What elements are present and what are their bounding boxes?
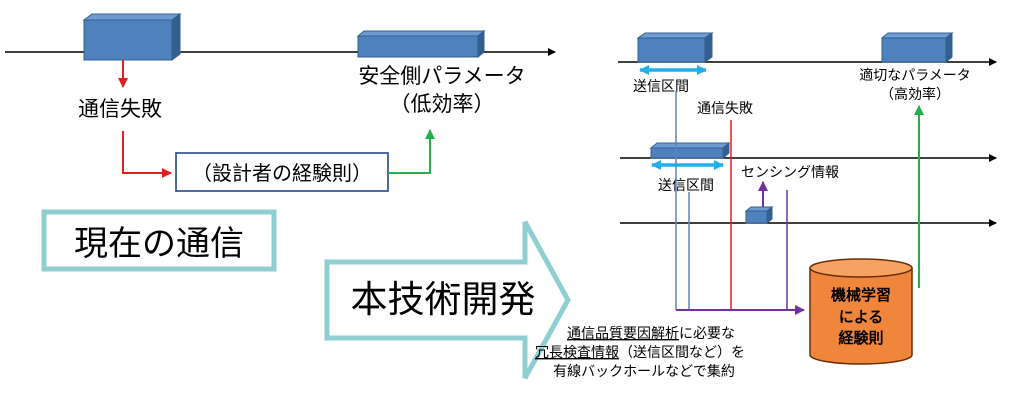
ml-label-line2: による: [839, 308, 884, 326]
note-line-1-rest: に必要な: [679, 326, 735, 342]
left-current-diagram: 通信失敗 （設計者の経験則） 安全側パラメータ （低効率） 現在の通信: [5, 13, 556, 272]
sensing-info-label: センシング情報: [741, 165, 839, 181]
sensing-block: [744, 205, 774, 225]
note-line-2: 冗長検査情報（送信区間など）を: [535, 345, 745, 361]
note-line-2-rest: （送信区間など）を: [619, 345, 745, 361]
appropriate-param-efficiency-label: （高効率）: [880, 86, 950, 103]
note-line-1-underlined: 通信品質要因解析: [567, 326, 679, 342]
left-designer-to-param-arrow: [388, 129, 435, 174]
designer-rule-label: （設計者の経験則）: [192, 161, 372, 185]
aggregation-note: 通信品質要因解析に必要な 冗長検査情報（送信区間など）を 有線バックホールなどで…: [535, 326, 745, 380]
current-comm-title-box: [41, 209, 277, 272]
left-fail-to-designer-arrow: [122, 131, 172, 178]
ml-label-line3: 経験則: [838, 329, 883, 347]
ml-label-line1: 機械学習: [831, 286, 891, 304]
left-packet-block-2: [356, 29, 486, 59]
right-packet-block-2: [880, 31, 954, 64]
note-line-2-underlined: 冗長検査情報: [535, 345, 619, 361]
safe-param-label: 安全側パラメータ: [358, 64, 525, 88]
left-fail-label: 通信失敗: [78, 97, 162, 121]
appropriate-param-label: 適切なパラメータ: [859, 67, 971, 84]
note-line-3: 有線バックホールなどで集約: [553, 363, 735, 380]
right-packet-block-1: [636, 32, 714, 63]
note-line-1: 通信品質要因解析に必要な: [567, 326, 735, 342]
tech-dev-label: 本技術開発: [351, 278, 536, 321]
safe-param-efficiency-label: （低効率）: [390, 92, 495, 116]
current-comm-title: 現在の通信: [74, 224, 244, 264]
ml-database-cylinder: [809, 258, 913, 365]
tx-interval-label-1: 送信区間: [633, 79, 689, 95]
tech-dev-arrow: 本技術開発: [324, 220, 571, 380]
right-packet-block-3: [649, 141, 731, 160]
left-packet-block-1: [82, 13, 182, 61]
right-fail-label: 通信失敗: [697, 101, 753, 117]
tx-interval-label-2: 送信区間: [658, 178, 714, 194]
right-proposed-diagram: 送信区間 通信失敗 送信区間 センシング情報 適切なパラメータ （高効率） 機械…: [618, 31, 997, 365]
